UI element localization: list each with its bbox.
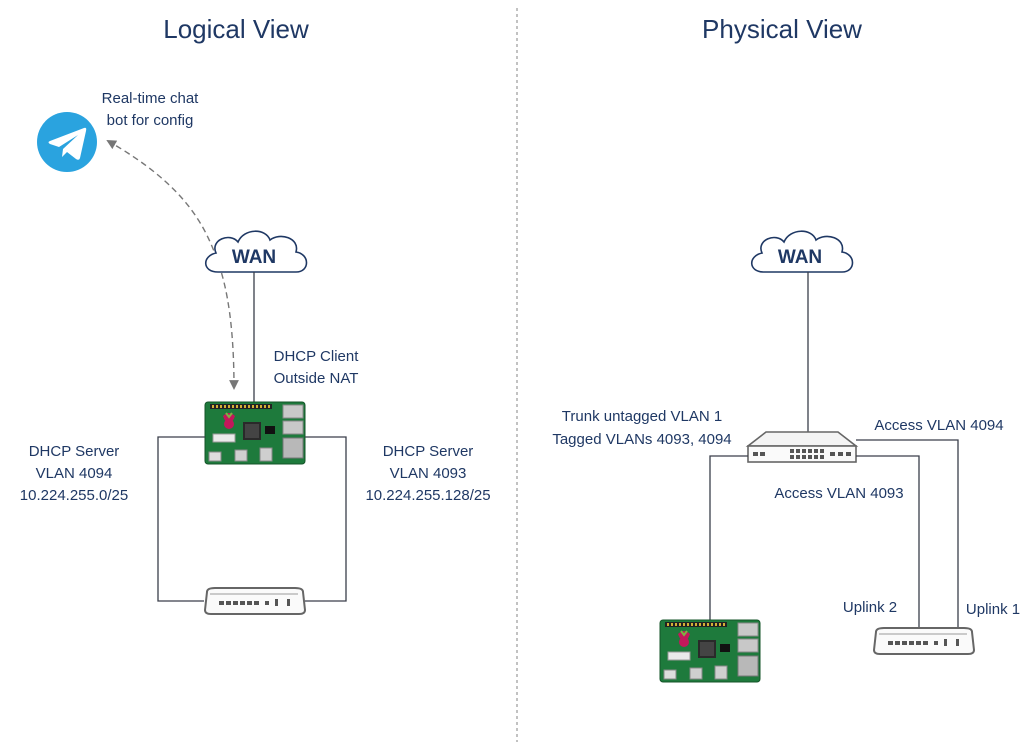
- dhcp-server-right-line2: VLAN 4093: [390, 465, 467, 482]
- uplink1-label: Uplink 1: [966, 601, 1020, 618]
- vlan4094-link-logical: [157, 436, 205, 602]
- wan-cloud-physical: WAN: [750, 230, 854, 273]
- chatbot-connection-arrow: [106, 140, 239, 390]
- logical-view-title: Logical View: [163, 14, 309, 44]
- trunk-label-line1: Trunk untagged VLAN 1: [562, 408, 722, 425]
- dhcp-client-label-line1: DHCP Client: [274, 348, 360, 365]
- raspberry-pi-logical: [204, 401, 306, 465]
- dhcp-server-left-line2: VLAN 4094: [36, 465, 113, 482]
- uplink2-label: Uplink 2: [843, 599, 897, 616]
- switch-to-pi-link: [709, 455, 748, 622]
- switch-to-uplink2-link: [856, 455, 920, 628]
- physical-view-title: Physical View: [702, 14, 862, 44]
- dhcp-server-right-line3: 10.224.255.128/25: [365, 487, 490, 504]
- wan-label-physical: WAN: [778, 247, 822, 268]
- wan-label-logical: WAN: [232, 247, 276, 268]
- chatbot-label-line2: bot for config: [107, 112, 194, 129]
- telegram-icon: [37, 112, 97, 172]
- dhcp-server-left-line1: DHCP Server: [29, 443, 120, 460]
- trunk-label-line2: Tagged VLANs 4093, 4094: [552, 431, 731, 448]
- switch-to-uplink1-link: [856, 439, 959, 640]
- vlan4093-link-logical: [305, 436, 347, 602]
- router-logical: [204, 587, 306, 615]
- network-switch: [747, 431, 857, 463]
- chatbot-label-line1: Real-time chat: [102, 90, 200, 107]
- raspberry-pi-physical: [659, 619, 761, 683]
- dhcp-server-left-line3: 10.224.255.0/25: [20, 487, 128, 504]
- router-physical: [873, 627, 975, 655]
- dhcp-client-label-line2: Outside NAT: [274, 370, 359, 387]
- dhcp-server-right-line1: DHCP Server: [383, 443, 474, 460]
- wan-cloud-logical: WAN: [204, 230, 308, 273]
- access-vlan-4094-label: Access VLAN 4094: [874, 417, 1003, 434]
- access-vlan-4093-label: Access VLAN 4093: [774, 485, 903, 502]
